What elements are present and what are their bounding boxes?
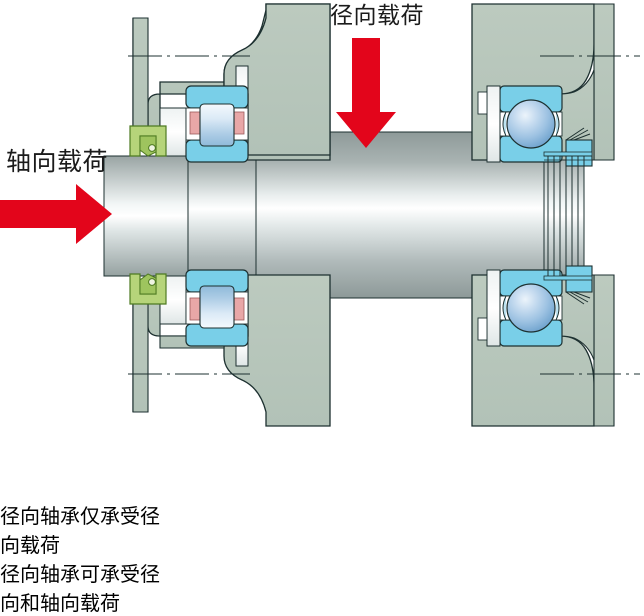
caption-right: 径向轴承可承受径 向和轴向载荷 — [0, 558, 644, 616]
lock-nut-thread-upper — [543, 127, 593, 278]
radial-load-label: 径向载荷 — [330, 3, 424, 29]
radial-load-arrow — [336, 38, 396, 148]
ball-bearing-lower[interactable] — [499, 269, 563, 347]
cylindrical-roller-bearing-upper[interactable] — [185, 85, 249, 163]
bearing-cross-section-svg — [0, 3, 640, 427]
housing-left — [132, 3, 331, 427]
caption-left-line1: 径向轴承仅承受径 — [0, 504, 160, 528]
centerline-left — [128, 55, 250, 375]
oil-seal-lower — [129, 273, 167, 305]
housing-right — [471, 3, 615, 427]
caption-right-line1: 径向轴承可承受径 — [0, 562, 160, 586]
centerline-right — [540, 55, 640, 375]
caption-left-line2: 向载荷 — [0, 533, 60, 557]
caption-left: 径向轴承仅承受径 向载荷 — [0, 500, 644, 558]
axial-load-label: 轴向载荷 — [6, 147, 109, 176]
lock-nut-thread-lower — [543, 265, 593, 305]
cylindrical-roller-bearing-lower[interactable] — [185, 269, 249, 347]
spacer-rings-right — [477, 85, 501, 347]
ball-bearing-upper[interactable] — [499, 85, 563, 163]
oil-seal-upper — [129, 125, 167, 157]
diagram-canvas: 轴向载荷 径向载荷 径向轴承仅承受径 向载荷 径向轴承可承受径 向和轴向载荷 — [0, 3, 640, 615]
axial-load-arrow — [0, 184, 112, 244]
caption-right-line2: 向和轴向载荷 — [0, 591, 120, 615]
